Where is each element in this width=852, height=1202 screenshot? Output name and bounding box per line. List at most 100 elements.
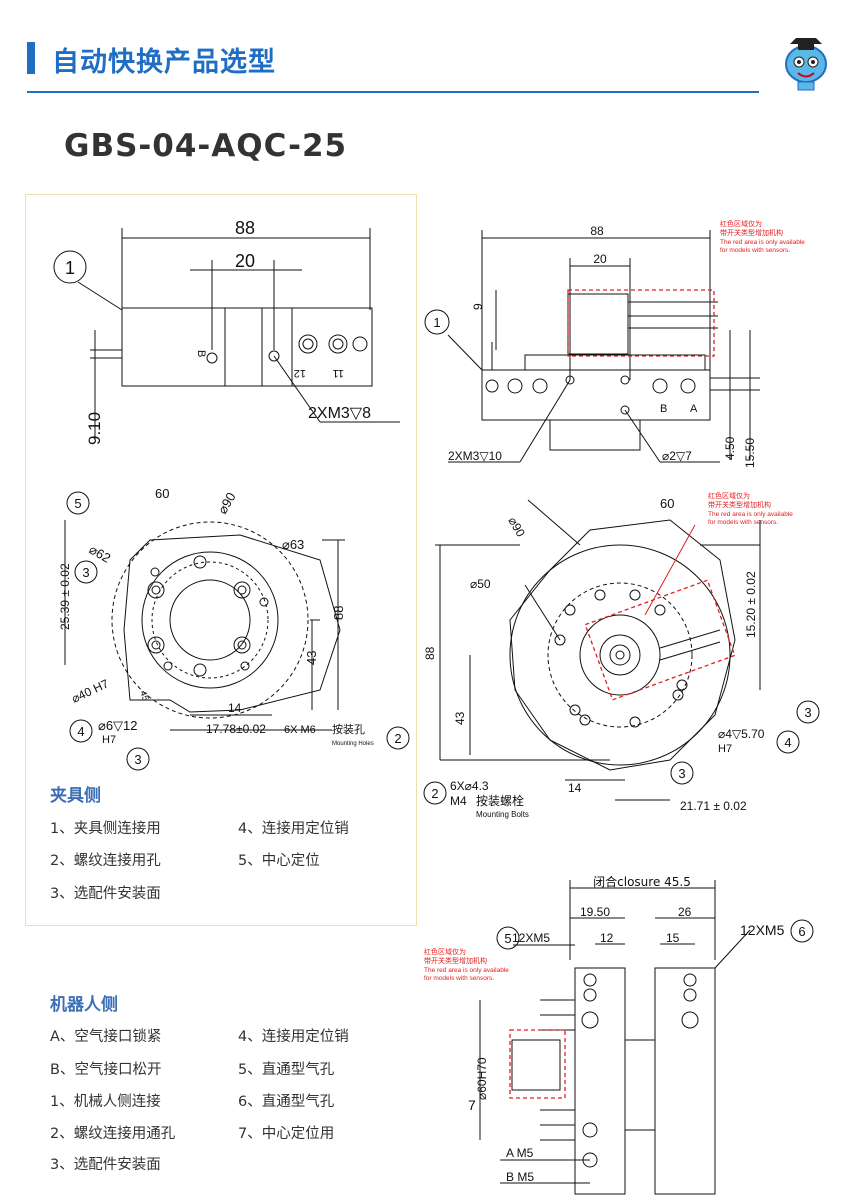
svg-text:7: 7: [468, 1097, 476, 1113]
svg-text:B: B: [660, 403, 667, 415]
svg-text:15.50: 15.50: [743, 438, 757, 468]
tool-side-item-5: 5、中心定位: [238, 853, 320, 869]
m3-8-label: 2XM3▽8: [308, 405, 371, 422]
svg-text:6: 6: [798, 924, 805, 939]
sensor-area-marker: [567, 289, 715, 357]
robot-side-title: 机器人侧: [50, 995, 118, 1015]
svg-text:H7: H7: [718, 743, 732, 755]
dim-60-label: 60: [155, 486, 169, 501]
m6-cn-label: 按装孔: [332, 722, 365, 736]
svg-text:60: 60: [660, 496, 674, 511]
header-accent-bar: [27, 42, 35, 74]
callout-1: 1: [65, 258, 75, 278]
mounting-bolts-label: Mounting Bolts: [476, 810, 529, 819]
svg-text:红色区域仅为: 红色区域仅为: [720, 219, 762, 228]
robot-side-elevation-drawing: 88 20 9 1 2XM3▽10 ⌀2▽7 4.50 15.50 B A 红色…: [424, 219, 805, 468]
svg-text:3: 3: [804, 705, 811, 720]
dim-20-label: 20: [235, 251, 255, 271]
mascot-logo-icon: [785, 38, 827, 91]
dim-14-label: 14: [228, 701, 242, 715]
header-divider: [27, 91, 759, 93]
m3-10-label: 2XM3▽10: [448, 449, 502, 463]
svg-text:The red area is only available: The red area is only available: [424, 967, 509, 974]
dim-phi6-label: ⌀6▽12: [98, 718, 138, 733]
dim-1778-label: 17.78±0.02: [206, 722, 266, 736]
tool-side-plan-drawing: 60 ⌀90 ⌀62 ⌀63 25.39 ± 0.02 88 43 ⌀40 H7…: [58, 486, 410, 771]
m4-cn-label: 按装螺栓: [476, 793, 524, 808]
tol-2539-label: 25.39 ± 0.02: [58, 563, 72, 630]
phi4-label: ⌀4▽5.70: [718, 727, 765, 741]
svg-text:11: 11: [333, 367, 344, 379]
svg-text:4: 4: [77, 724, 84, 739]
svg-text:for models with sensors.: for models with sensors.: [720, 247, 790, 254]
svg-text:M4: M4: [450, 794, 467, 808]
phi43-label: 6X⌀4.3: [450, 779, 489, 793]
robot-side-item-b: B、空气接口松开: [50, 1062, 162, 1078]
dim-88b-label: 88: [331, 606, 346, 620]
dim-h7-label: H7: [102, 734, 116, 746]
robot-side-item-7: 7、中心定位用: [238, 1126, 335, 1142]
svg-text:88: 88: [590, 224, 604, 238]
mounting-holes-label: Mounting Holes: [332, 741, 374, 747]
dim-43-label: 43: [304, 651, 319, 665]
svg-text:for models with sensors.: for models with sensors.: [424, 975, 494, 982]
robot-side-item-6: 6、直通型气孔: [238, 1094, 335, 1110]
svg-text:⌀60H70: ⌀60H70: [475, 1057, 489, 1100]
model-number: GBS-04-AQC-25: [64, 128, 348, 164]
svg-text:红色区域仅为: 红色区域仅为: [708, 491, 750, 500]
svg-text:5: 5: [504, 931, 511, 946]
svg-text:43: 43: [453, 711, 467, 725]
svg-text:19.50: 19.50: [580, 905, 610, 919]
svg-text:2: 2: [431, 786, 438, 801]
svg-text:带开关类型增加机构: 带开关类型增加机构: [424, 956, 487, 965]
svg-text:9: 9: [471, 303, 485, 310]
svg-text:20: 20: [593, 252, 607, 266]
tool-side-elevation-drawing: 88 20 1 9.10 2XM3▽8 B 12 11: [53, 218, 400, 445]
robot-side-item-a: A、空气接口锁紧: [50, 1029, 162, 1045]
dim-phi90-label: ⌀90: [215, 490, 239, 517]
svg-text:12XM5: 12XM5: [512, 931, 550, 945]
robot-side-item-3: 3、选配件安装面: [50, 1157, 161, 1173]
robot-side-item-5: 5、直通型气孔: [238, 1062, 335, 1078]
dim-88-label: 88: [235, 218, 255, 238]
dim-45-label: 45: [138, 689, 151, 702]
robot-side-item-4: 4、连接用定位销: [238, 1029, 349, 1045]
m6-label: 6X M6: [284, 724, 316, 736]
tool-side-item-1: 1、夹具侧连接用: [50, 821, 161, 837]
tool-side-title: 夹具侧: [50, 786, 101, 806]
svg-text:12XM5: 12XM5: [740, 922, 785, 938]
b-m5-label: B M5: [506, 1170, 534, 1184]
svg-text:4.50: 4.50: [723, 436, 737, 460]
svg-text:⌀90: ⌀90: [505, 515, 528, 540]
robot-side-item-1: 1、机械人侧连接: [50, 1094, 161, 1110]
svg-text:红色区域仅为: 红色区域仅为: [424, 947, 466, 956]
svg-text:The red area is only available: The red area is only available: [720, 239, 805, 246]
dim-phi63-label: ⌀63: [282, 537, 304, 552]
svg-text:14: 14: [568, 781, 582, 795]
robot-side-plan-drawing: ⌀90 60 红色区域仅为 带开关类型增加机构 The red area is …: [423, 491, 820, 819]
svg-text:5: 5: [74, 496, 81, 511]
svg-text:3: 3: [678, 766, 685, 781]
tol-2171-label: 21.71 ± 0.02: [680, 799, 747, 813]
svg-text:带开关类型增加机构: 带开关类型增加机构: [708, 500, 771, 509]
svg-text:12: 12: [294, 367, 306, 379]
svg-text:15: 15: [666, 931, 680, 945]
dim-phi50-label: ⌀50: [470, 577, 491, 591]
side-view-drawing: 闭合closure 45.5 19.50 26 12 15 12XM5 12XM…: [424, 874, 814, 1195]
svg-text:88: 88: [423, 646, 437, 660]
page-title: 自动快换产品选型: [52, 47, 276, 78]
svg-text:3: 3: [82, 565, 89, 580]
svg-text:4: 4: [784, 735, 791, 750]
tol-1520-label: 15.20 ± 0.02: [744, 571, 758, 638]
tool-side-item-2: 2、螺纹连接用孔: [50, 853, 161, 869]
tool-side-item-3: 3、选配件安装面: [50, 886, 161, 902]
a-m5-label: A M5: [506, 1146, 534, 1160]
svg-text:2: 2: [394, 731, 401, 746]
closure-label: 闭合closure 45.5: [593, 874, 691, 889]
svg-text:12: 12: [600, 931, 614, 945]
svg-text:26: 26: [678, 905, 692, 919]
dim-910-label: 9.10: [85, 412, 104, 445]
svg-text:3: 3: [134, 752, 141, 767]
svg-text:A: A: [690, 403, 698, 415]
dim-phi40-label: ⌀40 H7: [69, 676, 111, 705]
